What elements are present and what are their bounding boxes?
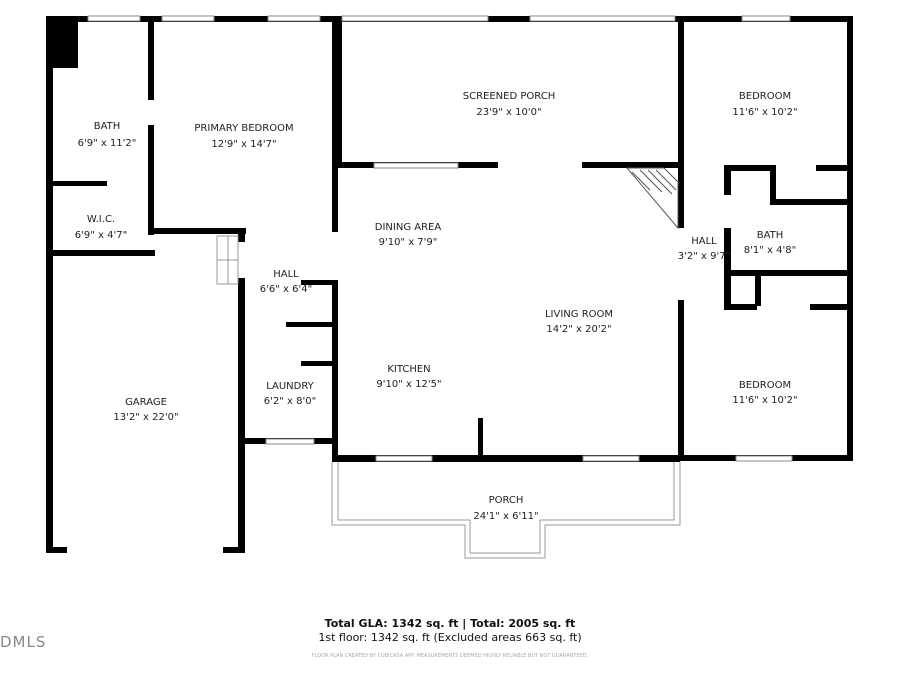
porch-outline [331, 462, 681, 559]
total-area: Total GLA: 1342 sq. ft | Total: 2005 sq.… [324, 617, 576, 630]
room-size: 9'10" x 12'5" [376, 379, 441, 390]
room-size: 11'6" x 10'2" [732, 395, 797, 406]
room-name: LIVING ROOM [545, 309, 613, 320]
room-name: BEDROOM [739, 91, 791, 102]
disclaimer: FLOOR PLAN CREATED BY CUBICASA APP. MEAS… [311, 653, 589, 659]
room-name: BATH [757, 230, 784, 241]
room-size: 9'10" x 7'9" [379, 237, 438, 248]
room-name: W.I.C. [87, 214, 115, 225]
room-size: 6'9" x 4'7" [75, 230, 127, 241]
room-size: 13'2" x 22'0" [113, 412, 178, 423]
room-name: SCREENED PORCH [463, 91, 555, 102]
room-name: BATH [94, 121, 121, 132]
room-size: 11'6" x 10'2" [732, 107, 797, 118]
room-size: 14'2" x 20'2" [546, 324, 611, 335]
room-name: PORCH [489, 495, 524, 506]
room-name: HALL [273, 269, 299, 280]
room-size: 6'2" x 8'0" [264, 396, 316, 407]
room-size: 6'9" x 11'2" [78, 138, 137, 149]
floor-area: 1st floor: 1342 sq. ft (Excluded areas 6… [318, 631, 582, 644]
walls [46, 16, 853, 553]
room-labels: BATH 6'9" x 11'2" PRIMARY BEDROOM 12'9" … [75, 91, 798, 522]
room-size: 6'6" x 6'4" [260, 284, 312, 295]
room-size: 3'2" x 9'7" [678, 251, 730, 262]
stairs [216, 167, 679, 285]
room-name: KITCHEN [387, 364, 430, 375]
room-name: LAUNDRY [266, 381, 314, 392]
room-name: PRIMARY BEDROOM [194, 123, 293, 134]
room-name: GARAGE [125, 397, 167, 408]
room-size: 8'1" x 4'8" [744, 245, 796, 256]
room-size: 24'1" x 6'11" [473, 511, 538, 522]
room-name: BEDROOM [739, 380, 791, 391]
watermark: DMLS [0, 633, 47, 651]
room-size: 23'9" x 10'0" [476, 107, 541, 118]
room-name: HALL [691, 236, 717, 247]
windows [87, 15, 793, 462]
room-name: DINING AREA [375, 222, 442, 233]
room-size: 12'9" x 14'7" [211, 139, 276, 150]
